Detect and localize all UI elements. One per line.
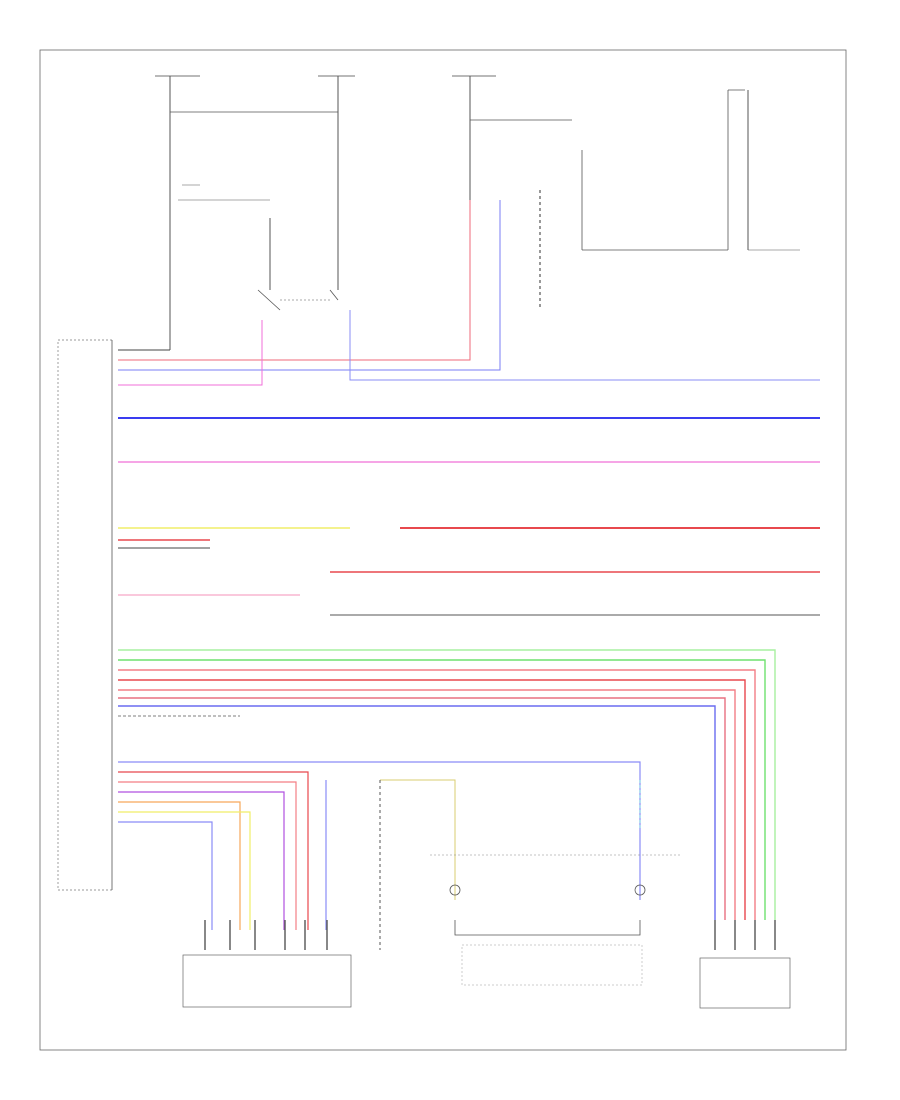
wire-blue-1 bbox=[118, 200, 501, 371]
upper-wire-group bbox=[118, 200, 820, 463]
accel-pedal-block bbox=[182, 954, 352, 1008]
cruise-block bbox=[379, 779, 680, 986]
fuse-relay-area bbox=[155, 75, 800, 350]
wire-pink-1 bbox=[118, 320, 263, 386]
throttle-body-block bbox=[699, 957, 791, 1009]
wire-red-1 bbox=[118, 200, 471, 361]
wire-blue-2 bbox=[349, 310, 820, 381]
connector-marks bbox=[204, 920, 776, 950]
throttle-wire-group bbox=[118, 649, 776, 920]
diagram-border bbox=[39, 49, 847, 1051]
accel-pedal-wire-group bbox=[118, 761, 641, 930]
ecm-block bbox=[57, 339, 113, 891]
middle-wire-group bbox=[118, 527, 820, 616]
